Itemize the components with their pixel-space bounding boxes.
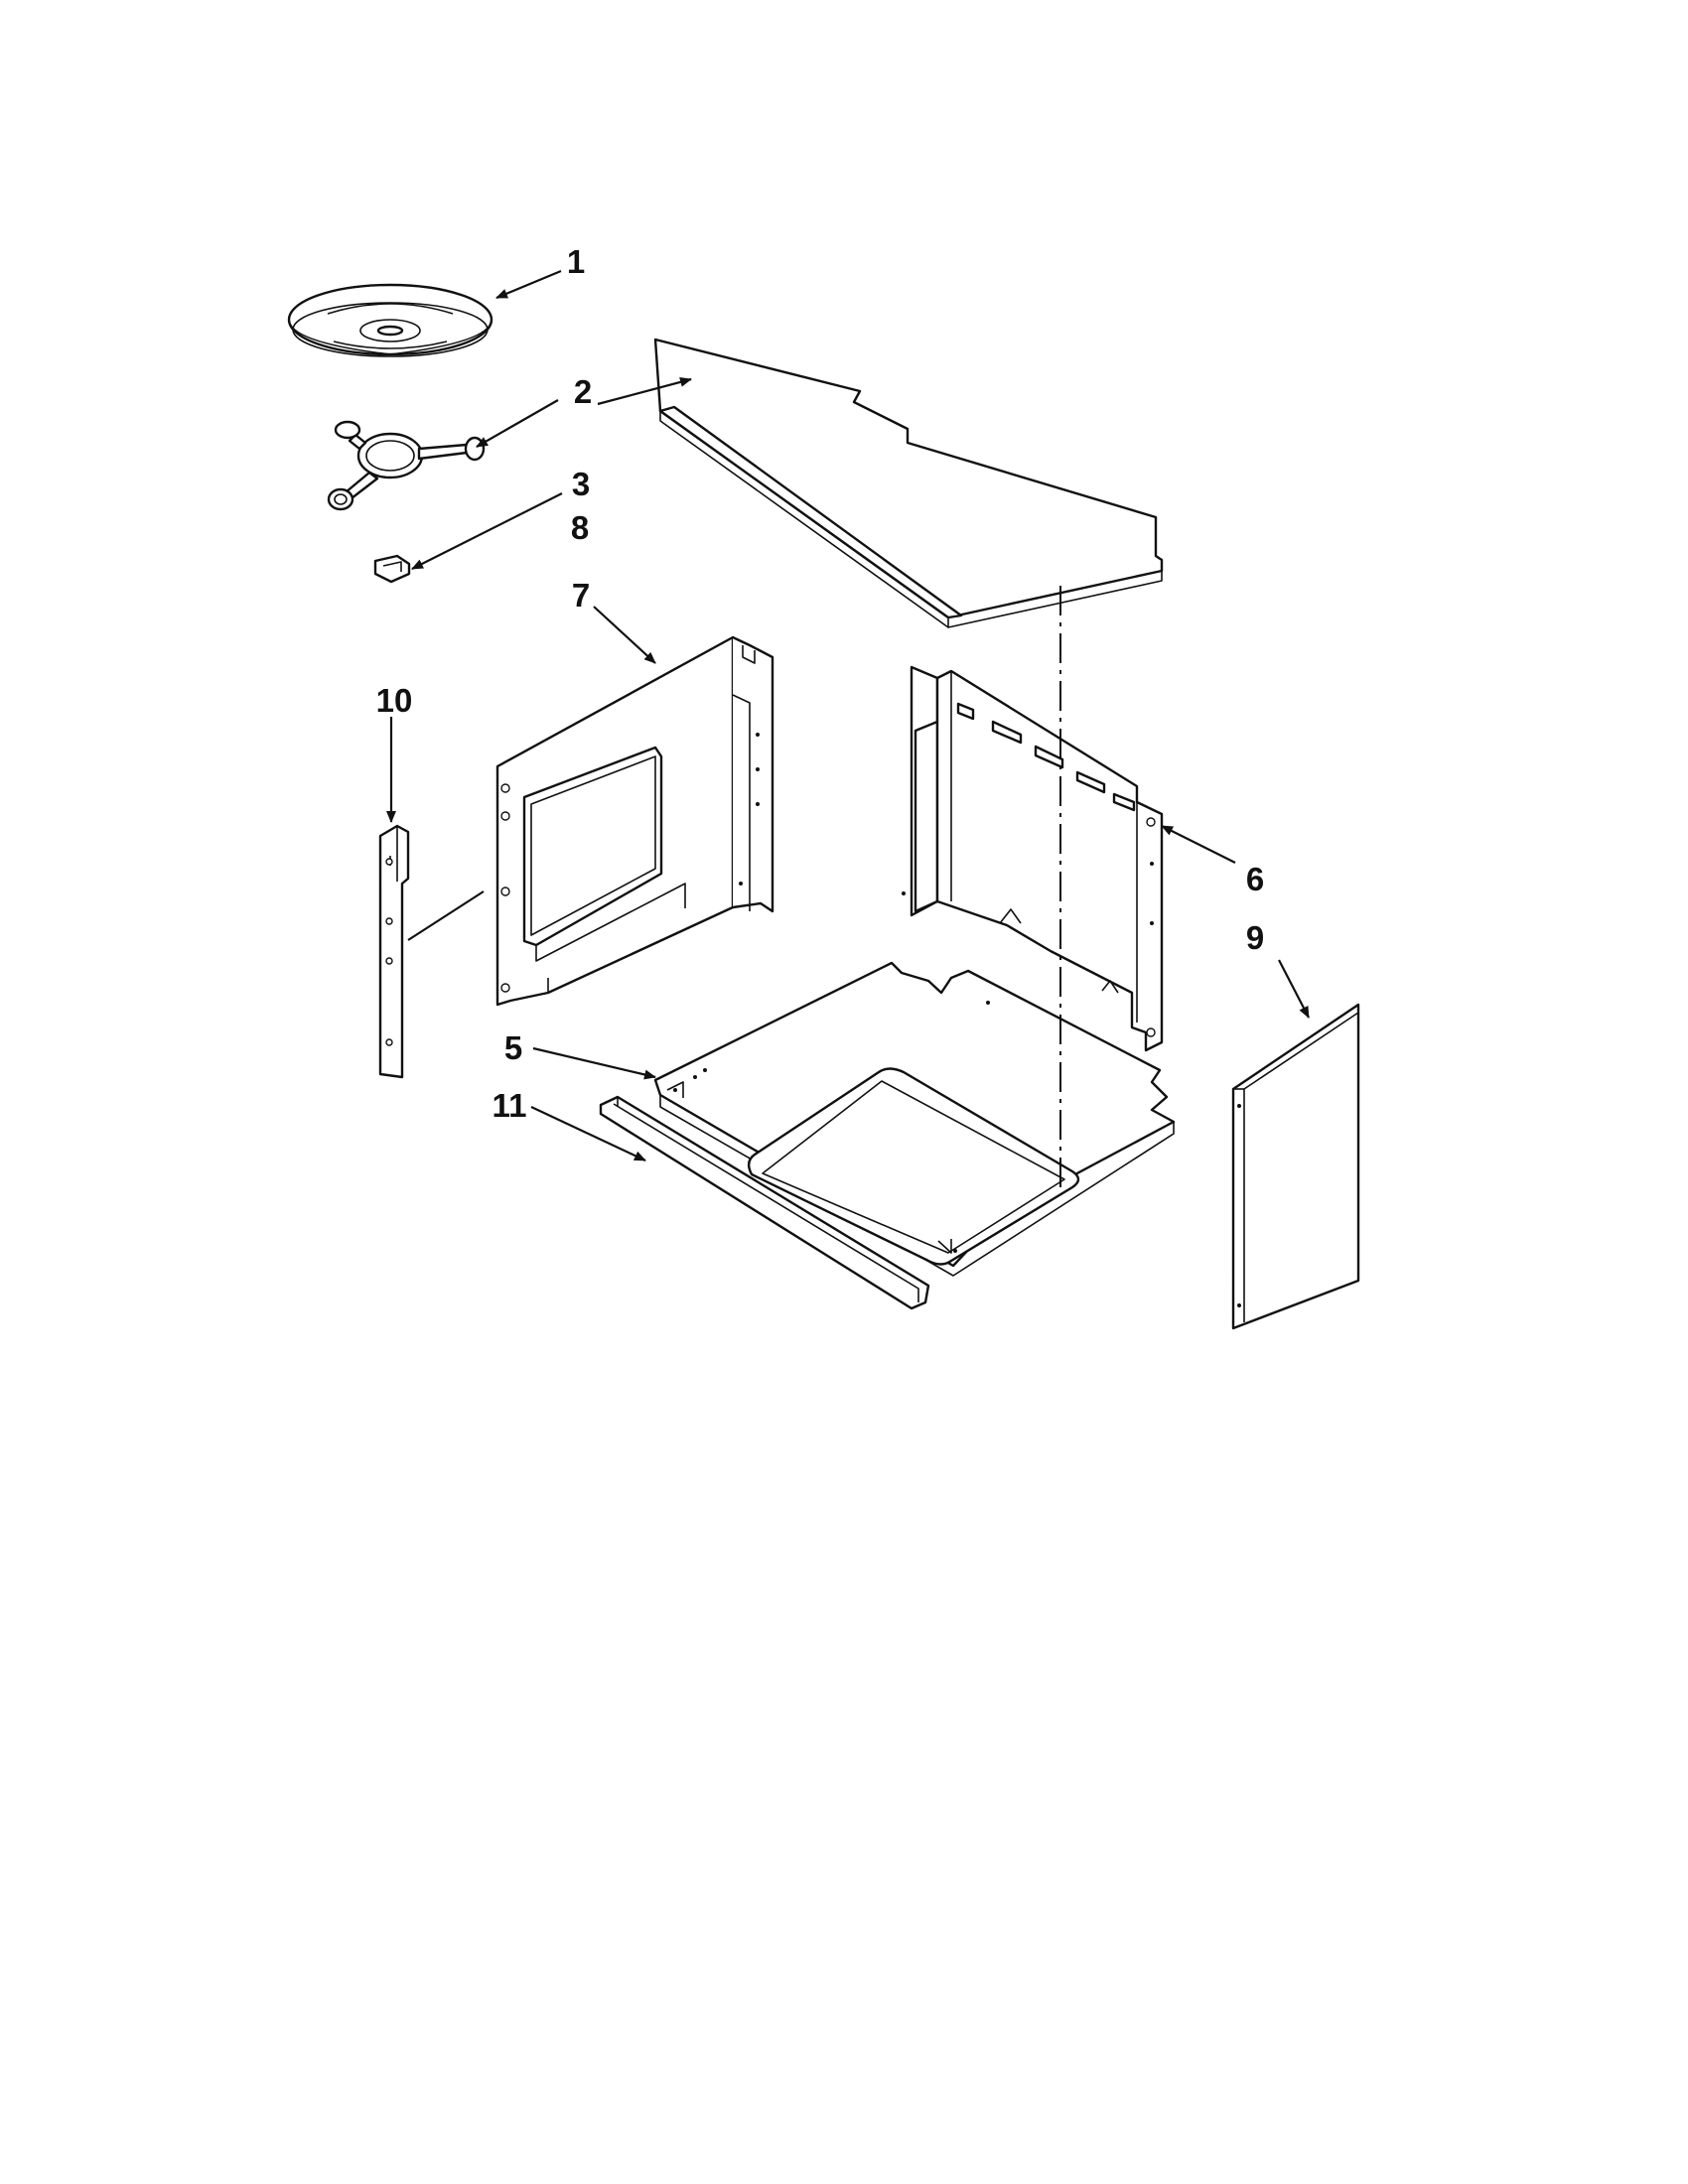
part-5-bottom-panel bbox=[653, 961, 1176, 1277]
callout-5: 5 bbox=[504, 1029, 522, 1066]
callout-6: 6 bbox=[1246, 861, 1264, 897]
callout-3: 3 bbox=[572, 466, 590, 502]
callout-11: 11 bbox=[492, 1087, 527, 1124]
callout-1: 1 bbox=[567, 243, 585, 280]
callout-7: 7 bbox=[572, 577, 590, 614]
part-8-top-panel bbox=[653, 338, 1164, 628]
part-11-front-trim bbox=[599, 1095, 930, 1310]
part-9-side-panel bbox=[1231, 1003, 1360, 1330]
callout-2: 2 bbox=[574, 373, 592, 410]
part-10-vertical-trim bbox=[378, 824, 410, 1079]
callout-10: 10 bbox=[376, 682, 413, 719]
part-6-right-side-panel bbox=[902, 665, 1164, 1052]
part-7-left-side-panel bbox=[495, 635, 774, 1007]
callout-8: 8 bbox=[571, 509, 589, 546]
part-1-turntable-tray bbox=[287, 283, 493, 357]
part-3-coupler bbox=[373, 554, 411, 584]
part-2-roller-support bbox=[327, 420, 486, 511]
leader-lines bbox=[386, 269, 1310, 1161]
callout-9: 9 bbox=[1246, 919, 1264, 956]
